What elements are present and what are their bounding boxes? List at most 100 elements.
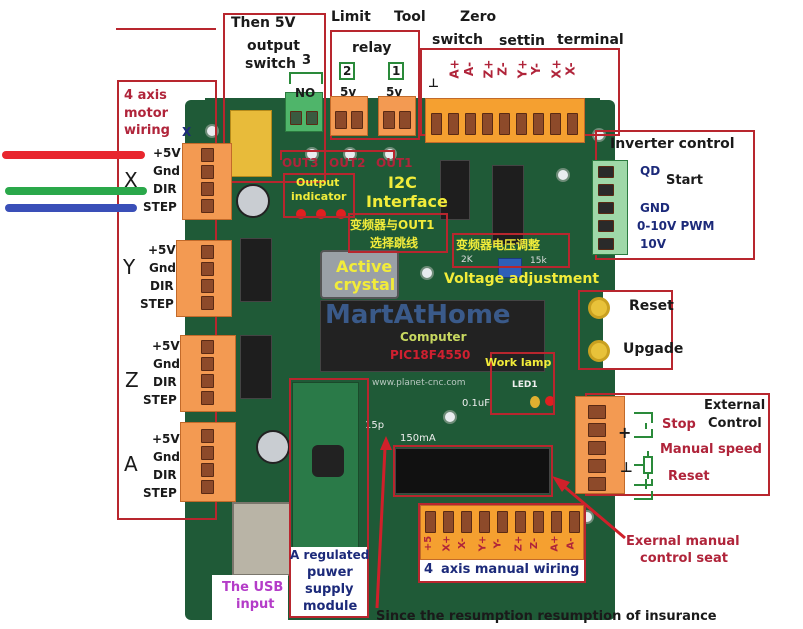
potentiometer bbox=[498, 258, 522, 278]
x-pin-step: STEP bbox=[143, 200, 177, 214]
x-axis-terminal bbox=[182, 143, 232, 220]
wire-step-blue bbox=[5, 204, 137, 212]
capacitor bbox=[236, 184, 270, 218]
computer-label: Computer bbox=[400, 330, 467, 344]
manual-wiring-label: axis manual wiring bbox=[441, 562, 580, 577]
x-pin-dir: DIR bbox=[153, 182, 177, 196]
regulated-box bbox=[289, 378, 369, 618]
external-title-2: Control bbox=[708, 416, 762, 431]
inverter-title: Inverter control bbox=[610, 136, 735, 152]
limit-label: Limit bbox=[331, 9, 371, 25]
url-label: www.planet-cnc.com bbox=[372, 378, 466, 388]
reset-button[interactable] bbox=[588, 297, 610, 319]
regulated-label-3: supply bbox=[305, 582, 354, 597]
no-terminal-block bbox=[285, 92, 323, 132]
pic-label: PIC18F4550 bbox=[390, 348, 471, 362]
motor-wiring-title-2: motor bbox=[124, 106, 169, 121]
y-axis-terminal bbox=[176, 240, 232, 317]
upgrade-label: Upgade bbox=[623, 341, 684, 357]
output-indicator-box bbox=[283, 173, 355, 218]
axis-y-label: Y bbox=[123, 255, 136, 279]
i2c-label-2: Interface bbox=[366, 192, 448, 211]
pin-label: Z- bbox=[495, 62, 510, 76]
usb-label-2: input bbox=[236, 597, 275, 612]
output-led bbox=[316, 209, 326, 219]
output-indicator-label-2: indicator bbox=[291, 190, 347, 203]
pin-label: A+ bbox=[447, 59, 462, 79]
voltage-adjustment-label: Voltage adjustment bbox=[444, 271, 600, 287]
pin-label: Y- bbox=[528, 63, 543, 75]
motor-wiring-title-1: 4 axis bbox=[124, 88, 167, 103]
relay2-terminal-block bbox=[330, 96, 368, 136]
no-label: NO bbox=[295, 86, 316, 100]
relay1-voltage: 5v bbox=[386, 85, 403, 99]
y-pin-dir: DIR bbox=[150, 279, 174, 293]
led1-label: LED1 bbox=[512, 380, 538, 390]
manual-num-label: 4 bbox=[424, 562, 434, 577]
usb-label-1: The USB bbox=[222, 580, 284, 595]
since-label: Since the resumption resumption of insur… bbox=[376, 609, 717, 624]
z-pin-step: STEP bbox=[143, 393, 177, 407]
crystal-component bbox=[320, 250, 399, 299]
switch-label: switch bbox=[245, 56, 297, 72]
exernal-manual-label-2: control seat bbox=[640, 551, 728, 566]
out-box bbox=[280, 150, 395, 160]
external-control-schematic bbox=[634, 412, 653, 500]
relay-box bbox=[330, 30, 420, 140]
driver-chip bbox=[240, 335, 272, 399]
pin-label: +5 bbox=[423, 535, 435, 552]
z-pin-5v: +5V bbox=[152, 339, 180, 353]
pin-label: X- bbox=[563, 62, 578, 76]
inverter-terminal bbox=[592, 160, 628, 255]
y-pin-gnd: Gnd bbox=[149, 261, 176, 275]
inverter-bg bbox=[630, 132, 753, 258]
ic-chip bbox=[492, 165, 524, 245]
out1-label: OUT1 bbox=[376, 156, 413, 170]
external-title-1: External bbox=[704, 398, 766, 413]
usb-port bbox=[232, 502, 291, 576]
cn-voltage-label: 变频器电压调整 bbox=[456, 238, 541, 252]
plus-symbol: + bbox=[618, 423, 632, 442]
relay2-number: 2 bbox=[339, 62, 356, 80]
pin-label: X+ bbox=[549, 59, 564, 79]
inverter-pwm: 0-10V PWM bbox=[637, 219, 715, 233]
cn-select-label-2: 选择跳线 bbox=[370, 236, 419, 250]
a-pin-5v: +5V bbox=[152, 432, 180, 446]
work-led bbox=[545, 396, 555, 406]
pin-label: X- bbox=[457, 537, 469, 550]
upgrade-button[interactable] bbox=[588, 340, 610, 362]
regulated-label-4: module bbox=[303, 599, 358, 614]
motor-wiring-title-3: wiring bbox=[124, 123, 170, 138]
jumper-box bbox=[348, 213, 448, 253]
output-switch-box bbox=[223, 13, 326, 183]
top-left-line bbox=[116, 28, 216, 31]
settin-label: settin bbox=[499, 33, 545, 49]
a-pin-gnd: Gnd bbox=[153, 450, 180, 464]
work-lamp-label: Work lamp bbox=[485, 356, 552, 369]
output-led bbox=[296, 209, 306, 219]
work-led-yellow bbox=[530, 396, 540, 408]
i2c-label-1: I2C bbox=[388, 173, 417, 192]
manual-wiring-label-bg bbox=[420, 560, 584, 581]
ic-chip bbox=[440, 160, 470, 220]
manual-pin-labels: +5 X+ X- Y+ Y- Z+ Z- A+ A- bbox=[420, 532, 584, 558]
voltage-box bbox=[452, 233, 570, 268]
output-label: output bbox=[247, 38, 300, 54]
out2-label: OUT2 bbox=[329, 156, 366, 170]
z-pin-gnd: Gnd bbox=[153, 357, 180, 371]
cn-select-label-1: 变频器与OUT1 bbox=[350, 218, 435, 232]
y-pin-5v: +5V bbox=[148, 243, 176, 257]
ma-label: 150mA bbox=[400, 433, 436, 444]
inductor bbox=[312, 445, 344, 477]
y-pin-step: STEP bbox=[140, 297, 174, 311]
mounting-hole bbox=[556, 168, 570, 182]
x-pin-5v: +5V bbox=[153, 146, 181, 160]
pin-label: A- bbox=[565, 537, 577, 550]
k15-label: 15k bbox=[530, 256, 547, 266]
external-reset-label: Reset bbox=[668, 469, 710, 484]
switch-title-label: switch bbox=[432, 32, 484, 48]
relay2-voltage: 5v bbox=[340, 85, 357, 99]
output-indicator-label-1: Output bbox=[296, 176, 340, 189]
out3-label: OUT3 bbox=[282, 156, 319, 170]
mounting-hole bbox=[420, 266, 434, 280]
